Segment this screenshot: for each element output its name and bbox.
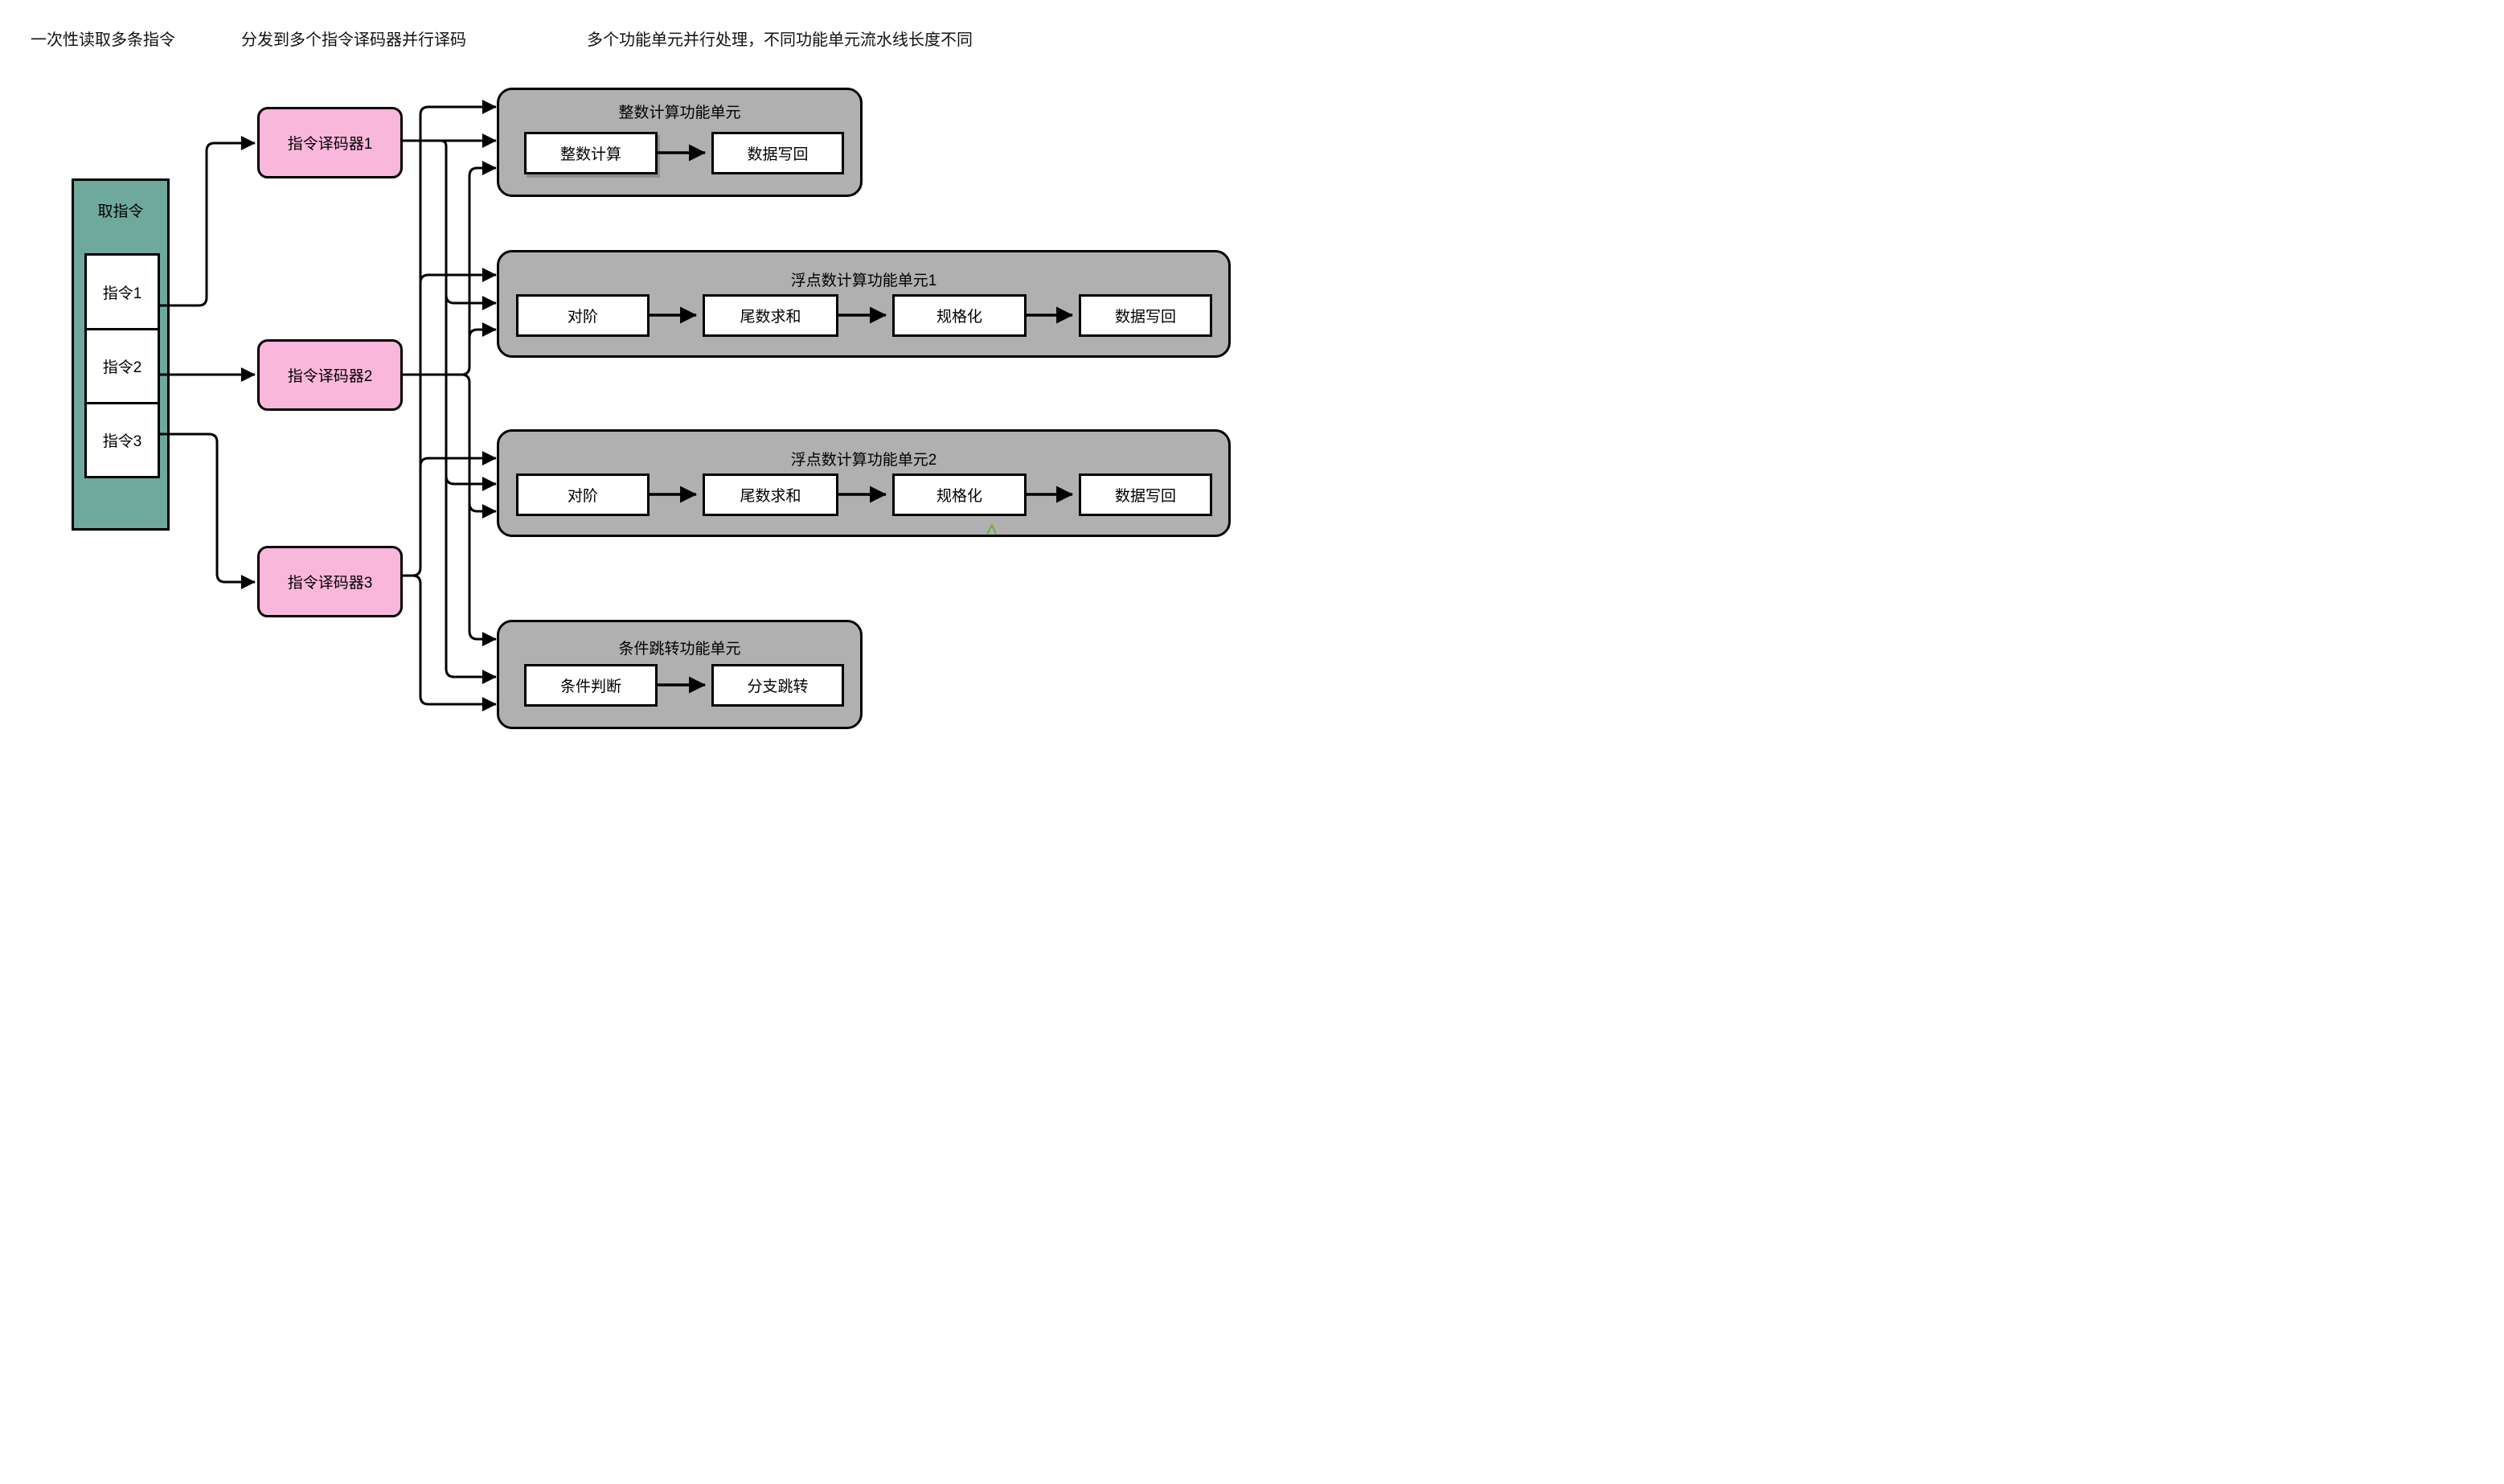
fetch-unit-title: 取指令 — [97, 203, 144, 220]
edge-d3-float2 — [419, 451, 497, 467]
edge-d3-branch — [412, 574, 497, 711]
edge-d2-integer — [403, 161, 497, 376]
stage-integer-writeback: 数据写回 — [711, 132, 844, 174]
edge-d3-float1 — [419, 268, 497, 284]
stage-f2-writeback: 数据写回 — [1079, 473, 1212, 516]
edge-d2-branch — [461, 373, 497, 646]
edge-d3-integer — [403, 100, 497, 577]
unit-integer-title: 整数计算功能单元 — [618, 105, 741, 121]
stage-branch-jump: 分支跳转 — [711, 664, 844, 707]
instruction-cell-2: 指令2 — [84, 328, 160, 404]
edge-d1-branch — [440, 139, 497, 684]
stage-f1-mantissa: 尾数求和 — [703, 294, 838, 337]
instruction-cell-1: 指令1 — [84, 253, 160, 330]
edge-instr3-decoder3 — [160, 432, 256, 589]
decoder-3: 指令译码器3 — [257, 546, 403, 617]
unit-float-1-title: 浮点数计算功能单元1 — [790, 273, 937, 289]
edge-instr1-decoder1 — [160, 136, 256, 307]
annotation-fetch: 一次性读取多条指令 — [31, 31, 175, 49]
stage-f1-writeback: 数据写回 — [1079, 294, 1212, 337]
decoder-1: 指令译码器1 — [257, 107, 403, 178]
unit-float-2-title: 浮点数计算功能单元2 — [790, 452, 937, 469]
decoder-2: 指令译码器2 — [257, 339, 403, 411]
stage-branch-condition: 条件判断 — [524, 664, 658, 707]
stage-f2-mantissa: 尾数求和 — [703, 473, 838, 516]
annotation-decode: 分发到多个指令译码器并行译码 — [241, 31, 466, 49]
instruction-cell-3: 指令3 — [84, 402, 160, 478]
edge-d1-float1 — [445, 294, 497, 310]
edge-d1-float2 — [445, 475, 497, 491]
unit-branch-title: 条件跳转功能单元 — [618, 641, 741, 658]
pipeline-diagram: 一次性读取多条指令 分发到多个指令译码器并行译码 多个功能单元并行处理，不同功能… — [0, 0, 1252, 742]
annotation-execute: 多个功能单元并行处理，不同功能单元流水线长度不同 — [587, 31, 973, 49]
stage-f1-normalize: 规格化 — [892, 294, 1027, 337]
stage-f2-align: 对阶 — [516, 473, 650, 516]
edge-d2-float2 — [468, 502, 497, 519]
stage-f2-normalize: 规格化 — [892, 473, 1027, 516]
edge-d2-float1 — [468, 322, 497, 338]
stage-f1-align: 对阶 — [516, 294, 650, 337]
stage-integer-compute: 整数计算 — [524, 132, 658, 174]
